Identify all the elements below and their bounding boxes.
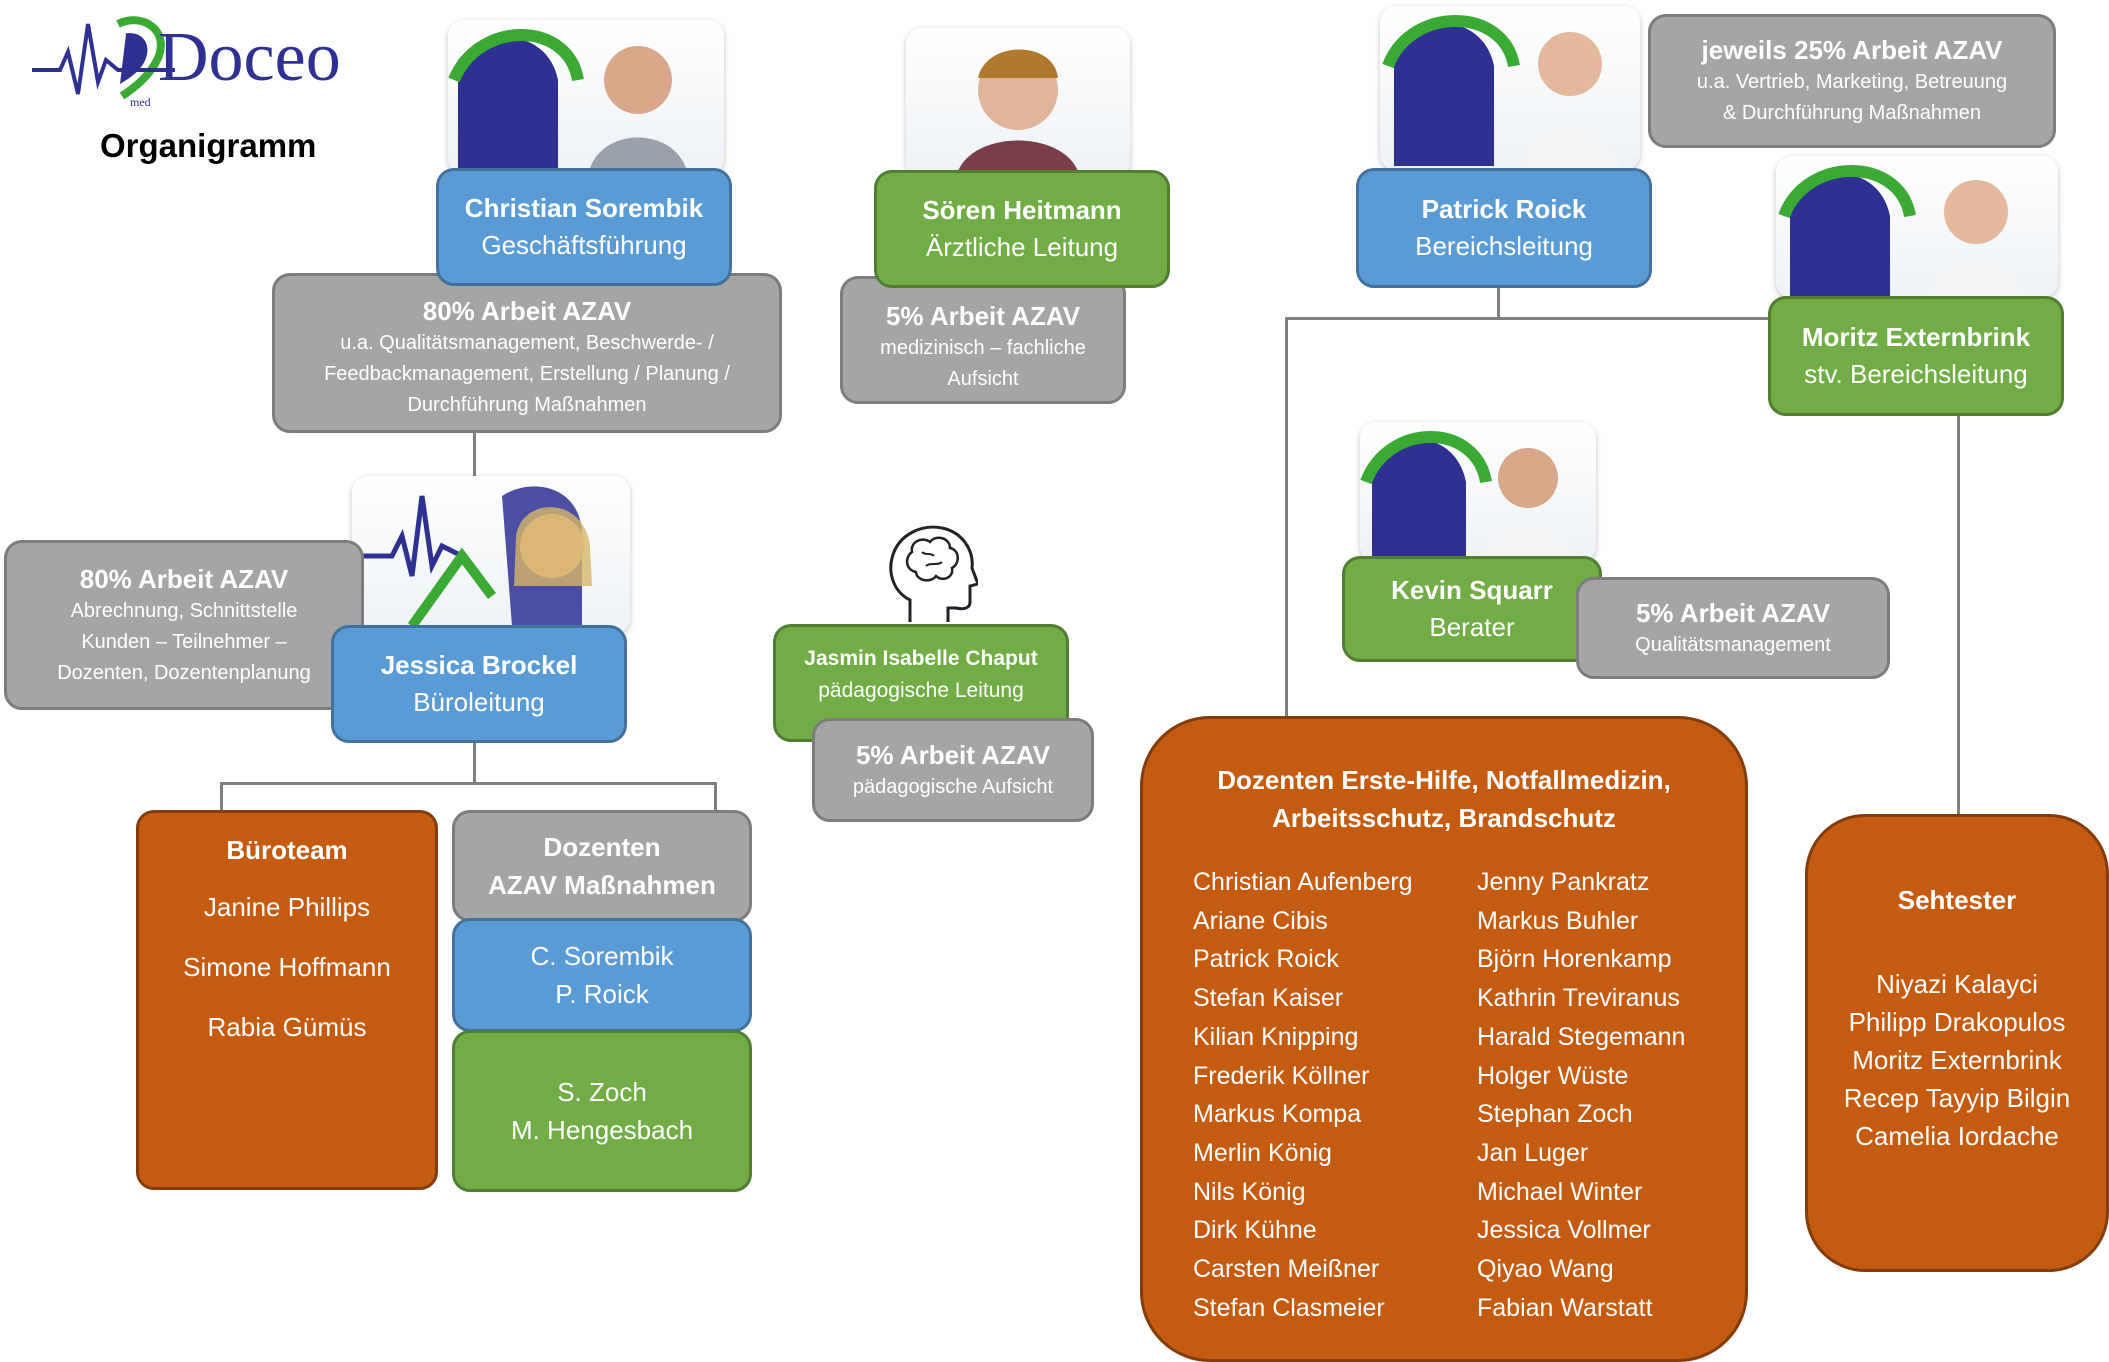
- list-item: Dirk Kühne: [1193, 1216, 1317, 1245]
- brain-head-icon: [886, 522, 980, 624]
- list-item: Kathrin Treviranus: [1477, 984, 1680, 1013]
- list-item: Frederik Köllner: [1193, 1061, 1370, 1090]
- first-aid-col1: Christian Aufenberg Ariane Cibis Patrick…: [1143, 863, 1477, 1327]
- office-azav-note: 80% Arbeit AZAV Abrechnung, Schnittstell…: [4, 540, 364, 710]
- first-aid-lists: Christian Aufenberg Ariane Cibis Patrick…: [1143, 863, 1745, 1327]
- pedagogic-azav-note: 5% Arbeit AZAV pädagogische Aufsicht: [812, 718, 1094, 822]
- office-team-member: Rabia Gümüs: [207, 1012, 367, 1042]
- connector-office-right: [714, 782, 717, 812]
- list-item: Stephan Zoch: [1477, 1100, 1633, 1129]
- card-kevin-squarr[interactable]: Kevin Squarr Berater: [1342, 556, 1602, 662]
- advisor-azav-note: 5% Arbeit AZAV Qualitätsmanagement: [1576, 577, 1890, 679]
- svg-text:med: med: [130, 95, 151, 109]
- list-item: Jessica Vollmer: [1477, 1216, 1651, 1245]
- card-patrick-roick[interactable]: Patrick Roick Bereichsleitung: [1356, 168, 1652, 288]
- area-azav-note: jeweils 25% Arbeit AZAV u.a. Vertrieb, M…: [1648, 14, 2056, 148]
- connector-area-down: [1497, 287, 1500, 320]
- list-item: Jenny Pankratz: [1477, 868, 1650, 896]
- connector-office-down: [473, 742, 476, 784]
- logo: med Doceo: [30, 12, 380, 112]
- list-item: Patrick Roick: [1193, 945, 1339, 974]
- connector-office-left: [220, 782, 223, 812]
- card-jessica-brockel[interactable]: Jessica Brockel Büroleitung: [331, 625, 627, 743]
- page-title: Organigramm: [100, 127, 317, 164]
- photo-soeren-heitmann: [906, 28, 1130, 178]
- list-item: Harald Stegemann: [1477, 1022, 1686, 1051]
- photo-christian-sorembik: [448, 20, 724, 175]
- photo-patrick-roick: [1380, 6, 1640, 170]
- list-item: Nils König: [1193, 1177, 1306, 1206]
- list-item: Jan Luger: [1477, 1138, 1589, 1167]
- card-christian-sorembik[interactable]: Christian Sorembik Geschäftsführung: [436, 168, 732, 286]
- card-soeren-heitmann[interactable]: Sören Heitmann Ärztliche Leitung: [874, 170, 1170, 288]
- list-item: Ariane Cibis: [1193, 906, 1328, 935]
- office-team-box: Büroteam Janine Phillips Simone Hoffmann…: [136, 810, 438, 1190]
- office-team-member: Simone Hoffmann: [183, 952, 391, 982]
- heartbeat-logo-icon: med: [32, 16, 175, 109]
- card-moritz-externbrink[interactable]: Moritz Externbrink stv. Bereichsleitung: [1768, 296, 2064, 416]
- medical-azav-note: 5% Arbeit AZAV medizinisch – fachliche A…: [840, 276, 1126, 404]
- list-item: Carsten Meißner: [1193, 1255, 1380, 1284]
- list-item: Philipp Drakopulos: [1848, 1007, 2066, 1037]
- azav-lecturers-blue-group: C. Sorembik P. Roick: [452, 918, 752, 1032]
- list-item: Christian Aufenberg: [1193, 868, 1413, 896]
- azav-lecturers-header: Dozenten AZAV Maßnahmen: [452, 810, 752, 922]
- photo-moritz-externbrink: [1776, 156, 2058, 298]
- office-team-heading: Büroteam: [226, 835, 348, 865]
- connector-ceo-office: [473, 432, 476, 484]
- photo-jessica-brockel: [352, 476, 630, 634]
- list-item: Holger Wüste: [1477, 1061, 1629, 1090]
- connector-office-horizontal: [220, 782, 717, 785]
- list-item: Fabian Warstatt: [1477, 1293, 1653, 1322]
- list-item: Stefan Clasmeier: [1193, 1293, 1385, 1322]
- list-item: Kilian Knipping: [1193, 1022, 1359, 1051]
- photo-kevin-squarr: [1360, 422, 1596, 562]
- list-item: Recep Tayyip Bilgin: [1843, 1083, 2071, 1113]
- connector-area-left: [1285, 317, 1288, 718]
- list-item: Niyazi Kalayci: [1876, 969, 2038, 999]
- logo-text: Doceo: [158, 19, 341, 96]
- list-item: Moritz Externbrink: [1852, 1045, 2062, 1075]
- office-team-member: Janine Phillips: [203, 892, 371, 922]
- list-item: Markus Buhler: [1477, 906, 1639, 935]
- list-item: Markus Kompa: [1193, 1100, 1362, 1129]
- connector-deputy-down: [1957, 415, 1960, 815]
- first-aid-col2: Jenny Pankratz Markus Buhler Björn Horen…: [1477, 863, 1685, 1327]
- list-item: Merlin König: [1193, 1138, 1332, 1167]
- list-item: Camelia Iordache: [1855, 1121, 2059, 1151]
- list-item: Qiyao Wang: [1477, 1255, 1614, 1284]
- list-item: Michael Winter: [1477, 1177, 1643, 1206]
- ceo-azav-note: 80% Arbeit AZAV u.a. Qualitätsmanagement…: [272, 273, 782, 433]
- list-item: Stefan Kaiser: [1193, 984, 1344, 1013]
- azav-lecturers-green-group: S. Zoch M. Hengesbach: [452, 1030, 752, 1192]
- eye-testers-box: Sehtester Niyazi Kalayci Philipp Drakopu…: [1805, 814, 2109, 1272]
- first-aid-lecturers-box: Dozenten Erste-Hilfe, Notfallmedizin, Ar…: [1140, 716, 1748, 1362]
- connector-area-horizontal: [1285, 317, 1775, 320]
- list-item: Björn Horenkamp: [1477, 945, 1672, 974]
